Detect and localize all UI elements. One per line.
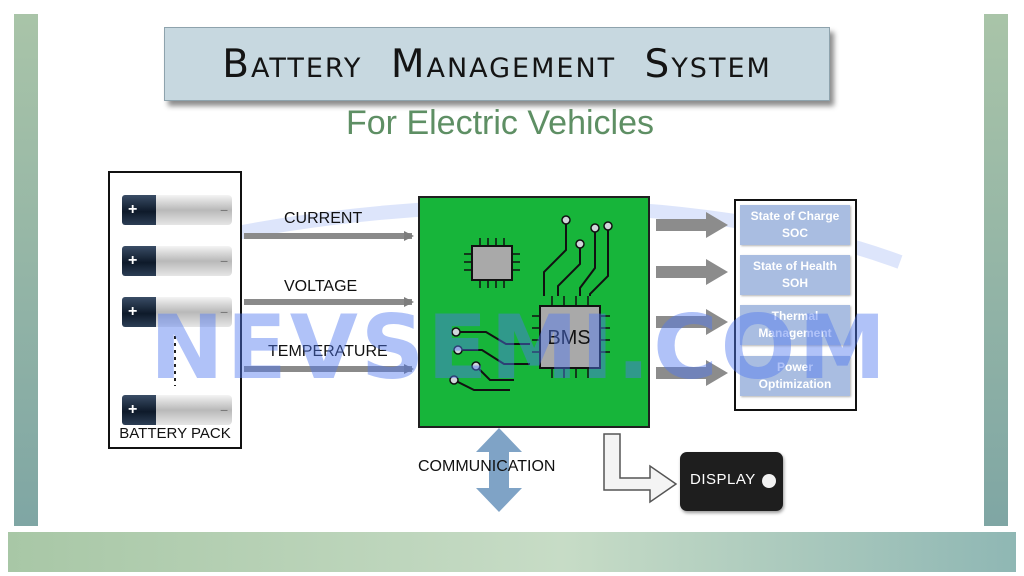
battery-plus-sign: +: [128, 201, 138, 218]
battery-minus-sign: −: [220, 304, 229, 320]
battery-plus-sign: +: [128, 401, 138, 418]
output-thermal-label: Thermal Management: [758, 309, 832, 340]
battery-pack: + − + − + − + −: [108, 171, 242, 449]
circuit-traces: [453, 220, 609, 391]
battery-body: [156, 246, 232, 276]
diagram-title: Battery Management System: [222, 41, 772, 87]
battery-body: [156, 395, 232, 425]
left-decorative-strip: [14, 14, 38, 526]
battery-cell: + −: [122, 246, 232, 276]
battery-terminal: +: [122, 195, 156, 225]
display-knob-icon: [762, 474, 776, 488]
battery-terminal: +: [122, 297, 156, 327]
output-soc: State of Charge SOC: [740, 205, 850, 245]
battery-cell: + −: [122, 297, 232, 327]
output-thermal-management: Thermal Management: [740, 305, 850, 345]
battery-terminal: +: [122, 395, 156, 425]
title-banner: Battery Management System: [164, 27, 830, 101]
battery-cell: + −: [122, 395, 232, 425]
current-label: CURRENT: [284, 210, 363, 227]
bms-label: BMS: [547, 327, 591, 349]
battery-minus-sign: −: [220, 253, 229, 269]
communication-label: COMMUNICATION: [418, 458, 556, 475]
battery-plus-sign: +: [128, 303, 138, 320]
small-chip: [471, 245, 513, 281]
output-soh: State of Health SOH: [740, 255, 850, 295]
circuit-pads: [449, 215, 613, 385]
battery-terminal: +: [122, 246, 156, 276]
output-soh-label: State of Health SOH: [752, 259, 837, 290]
output-power-optimization: Power Optimization: [740, 356, 850, 396]
output-arrow-thermal: [656, 309, 728, 335]
battery-body: [156, 195, 232, 225]
display-device: DISPLAY: [680, 452, 783, 511]
battery-minus-sign: −: [220, 202, 229, 218]
watermark-text: NEVSEMI.COM: [150, 296, 890, 399]
battery-plus-sign: +: [128, 252, 138, 269]
bms-circuit-board: [418, 196, 650, 428]
circuit-board-graphics: [449, 215, 613, 391]
output-arrow-power: [656, 360, 728, 386]
output-arrow-soh: [656, 259, 728, 285]
bottom-decorative-band: [8, 532, 1016, 572]
display-arrow: [603, 433, 678, 504]
battery-minus-sign: −: [220, 402, 229, 418]
bms-chip: [539, 305, 601, 369]
voltage-label: VOLTAGE: [284, 278, 358, 295]
diagram-subtitle: For Electric Vehicles: [346, 104, 654, 142]
output-power-label: Power Optimization: [758, 360, 832, 391]
battery-ellipsis-dots: [174, 336, 176, 386]
display-label: DISPLAY: [690, 471, 756, 488]
temperature-label: TEMPERATURE: [268, 343, 388, 360]
right-decorative-strip: [984, 14, 1008, 526]
bms-chip-pins: [532, 296, 610, 378]
output-soc-label: State of Charge SOC: [750, 209, 840, 240]
battery-cell: + −: [122, 195, 232, 225]
battery-body: [156, 297, 232, 327]
small-chip-pins: [464, 238, 520, 288]
communication-arrow: [476, 428, 522, 512]
battery-pack-label: BATTERY PACK: [119, 425, 231, 442]
output-arrow-soc: [656, 212, 728, 238]
